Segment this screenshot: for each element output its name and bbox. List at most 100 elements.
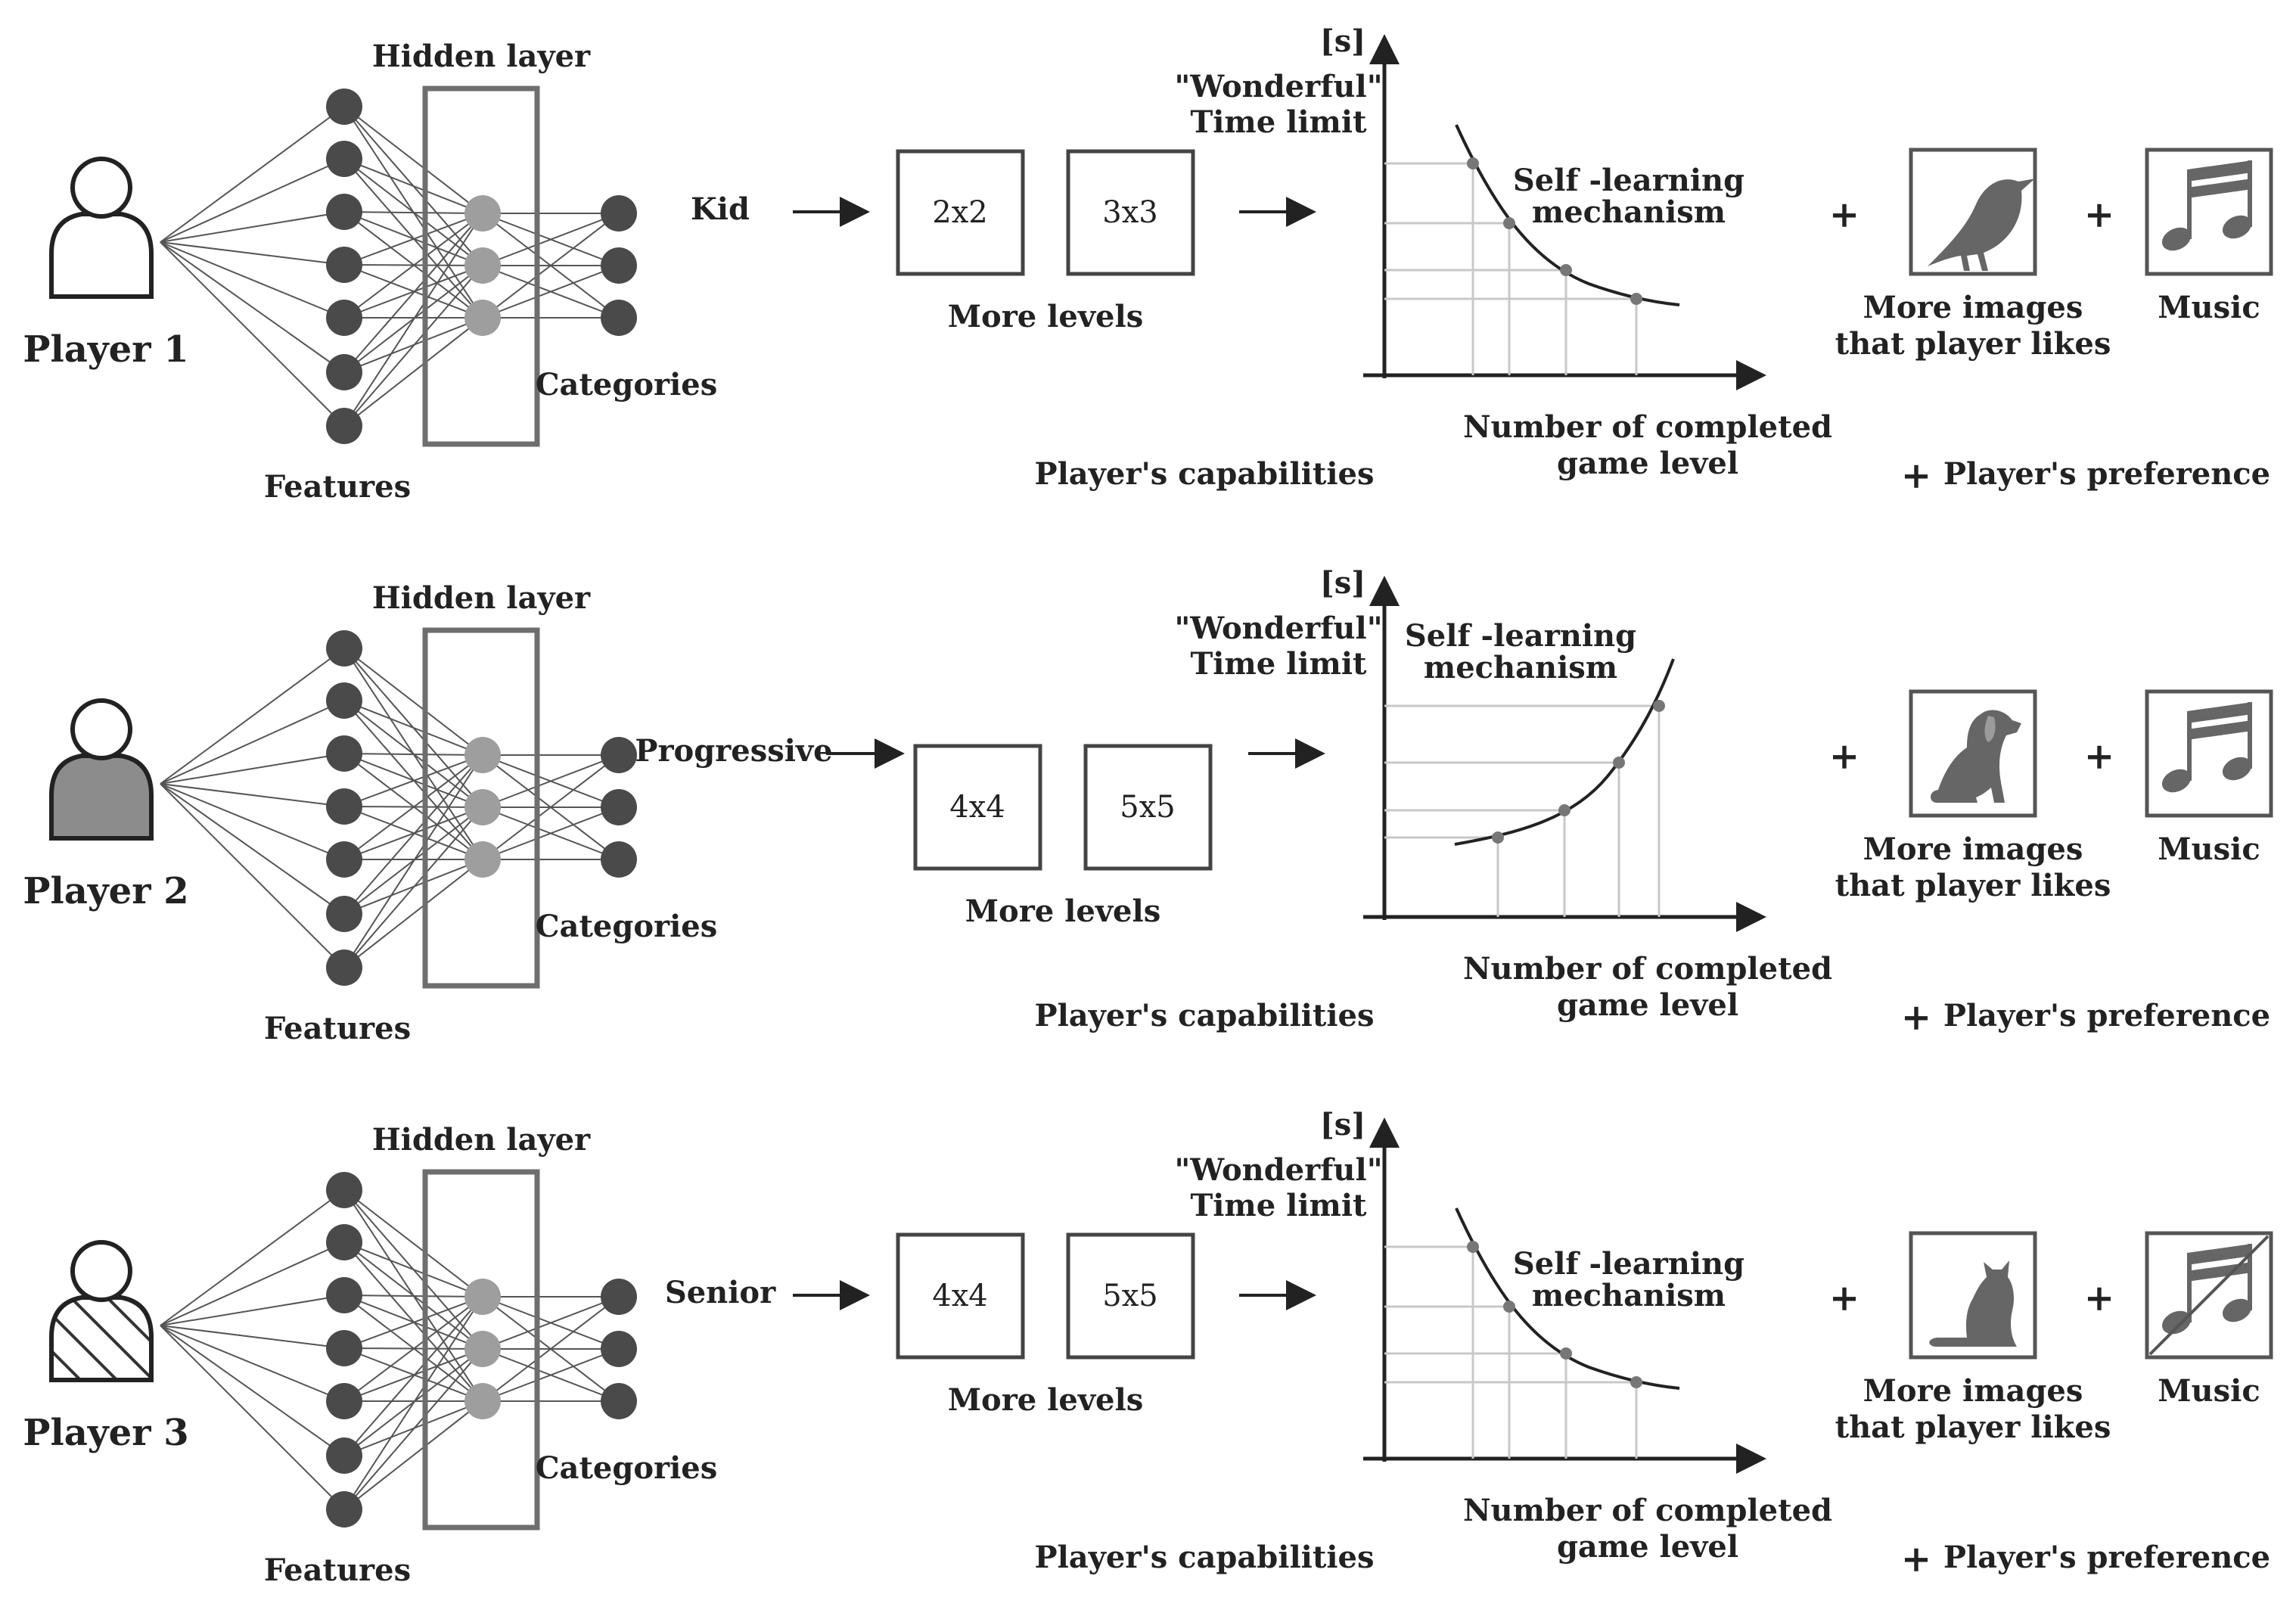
input-node xyxy=(326,1491,362,1528)
note-head-left xyxy=(2161,769,2192,793)
player-icon xyxy=(49,157,154,299)
output-node xyxy=(601,1331,637,1367)
plus-sign: + xyxy=(1901,1538,1931,1580)
y-unit-label: [s] xyxy=(1320,23,1365,59)
input-node xyxy=(326,1383,362,1419)
level-box xyxy=(896,1232,1025,1360)
input-hidden-edge xyxy=(343,213,483,427)
hidden-output-edge xyxy=(482,265,620,319)
self-learning-line-1: Self -learning xyxy=(1513,163,1745,198)
bird-shape xyxy=(1928,179,2035,271)
input-node xyxy=(326,408,362,444)
player-label: Player 1 xyxy=(23,328,188,371)
hidden-output-edge xyxy=(482,1296,620,1402)
x-label-line-1: Number of completed xyxy=(1463,409,1832,445)
input-node xyxy=(326,89,362,125)
player-feature-edge xyxy=(160,648,345,785)
network-edges xyxy=(160,106,620,427)
player-icon xyxy=(49,1240,154,1382)
bird-icon xyxy=(1928,179,2035,271)
y-label-line-1: "Wonderful" xyxy=(1174,1152,1382,1188)
input-hidden-edge xyxy=(343,648,483,756)
preference-label: Player's preference xyxy=(1943,456,2270,492)
input-hidden-edge xyxy=(343,158,483,214)
more-levels-label: More levels xyxy=(965,894,1160,929)
note-head-right xyxy=(2222,1298,2252,1322)
plus-sign: + xyxy=(1829,735,1859,778)
input-node xyxy=(326,841,362,878)
features-label: Features xyxy=(264,1011,411,1046)
y-label-line-1: "Wonderful" xyxy=(1174,611,1382,646)
input-hidden-edge xyxy=(343,213,483,319)
player-feature-edge xyxy=(160,1325,345,1510)
player-feature-edge xyxy=(160,1189,345,1326)
output-node xyxy=(601,841,637,878)
level-box-label: 4x4 xyxy=(949,790,1005,825)
time-limit-curve xyxy=(1455,124,1680,306)
chart-point xyxy=(1653,700,1665,712)
category-label: Kid xyxy=(691,191,750,227)
note-beam-top xyxy=(2187,1244,2252,1265)
chart-point xyxy=(1503,1301,1515,1313)
player-label: Player 3 xyxy=(23,1412,188,1454)
network-edges xyxy=(160,648,620,968)
level-box-label: 2x2 xyxy=(932,195,987,230)
player-feature-edge xyxy=(160,783,345,807)
input-hidden-edge xyxy=(343,754,483,915)
music-label: Music xyxy=(2158,1373,2260,1409)
music-label: Music xyxy=(2158,290,2260,325)
input-hidden-edge xyxy=(343,1242,483,1298)
output-node xyxy=(601,195,637,232)
plus-sign: + xyxy=(1901,455,1931,497)
input-hidden-edge xyxy=(343,806,483,968)
note-head-left xyxy=(2161,227,2192,251)
hidden-node xyxy=(464,195,501,232)
input-node xyxy=(326,630,362,667)
hidden-output-edge xyxy=(482,806,620,860)
input-hidden-edge xyxy=(343,1296,483,1402)
chart-gridlines xyxy=(1384,162,1638,375)
chart-point xyxy=(1492,831,1504,844)
level-box-label: 4x4 xyxy=(932,1279,987,1313)
time-limit-chart xyxy=(1363,34,1766,390)
hidden-layer-label: Hidden layer xyxy=(372,1122,591,1158)
output-node xyxy=(601,737,637,773)
level-box xyxy=(1083,744,1213,871)
level-box xyxy=(913,744,1042,871)
input-hidden-edge xyxy=(343,317,483,427)
level-box-label: 5x5 xyxy=(1120,790,1175,825)
level-box xyxy=(1066,149,1195,276)
network-edges xyxy=(160,1189,620,1510)
player-feature-edge xyxy=(160,106,345,243)
input-hidden-edge xyxy=(343,1294,483,1298)
y-label-line-2: Time limit xyxy=(1190,104,1367,140)
x-label-line-2: game level xyxy=(1557,446,1738,481)
player-feature-edge xyxy=(160,783,345,860)
preference-label: Player's preference xyxy=(1943,998,2270,1033)
music-strike-line xyxy=(2148,1235,2270,1356)
player-feature-edge xyxy=(160,1325,345,1456)
note-stem-left xyxy=(2187,169,2192,239)
y-unit-label: [s] xyxy=(1320,1107,1365,1142)
x-label-line-2: game level xyxy=(1557,1529,1738,1565)
self-learning-line-2: mechanism xyxy=(1532,1278,1726,1313)
music-label: Music xyxy=(2158,831,2260,867)
input-hidden-edge xyxy=(343,700,483,756)
output-node xyxy=(601,1279,637,1315)
player-head xyxy=(70,157,132,219)
level-box xyxy=(1066,1232,1195,1360)
hidden-layer-label: Hidden layer xyxy=(372,580,591,616)
player-feature-edge xyxy=(160,1242,345,1326)
more-levels-label: More levels xyxy=(948,299,1143,334)
level-box-label: 5x5 xyxy=(1102,1279,1157,1313)
plus-sign: + xyxy=(2084,735,2114,778)
hidden-output-edge xyxy=(482,1296,620,1350)
input-node xyxy=(326,788,362,825)
chart-gridlines xyxy=(1384,1245,1638,1459)
hidden-node xyxy=(464,1383,501,1419)
note-stem-right xyxy=(2248,160,2252,227)
player-feature-edge xyxy=(160,158,345,243)
input-hidden-edge xyxy=(343,213,483,373)
